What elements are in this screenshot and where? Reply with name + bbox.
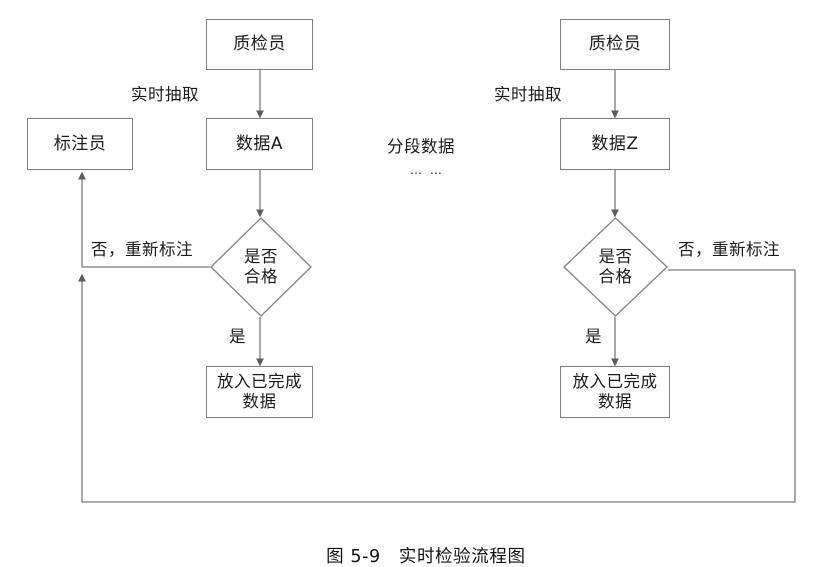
- figure-caption-title: 实时检验流程图: [398, 547, 526, 567]
- edge-label-left-no: 否，重新标注: [91, 240, 193, 259]
- edge-label-left-yes: 是: [229, 327, 246, 346]
- middle-segment-note: 分段数据: [387, 137, 455, 156]
- edge-label-right-no: 否，重新标注: [678, 240, 780, 259]
- edge-label-right-extract: 实时抽取: [494, 85, 562, 104]
- node-left-data: 数据A: [206, 118, 313, 170]
- node-left-done: 放入已完成 数据: [206, 366, 313, 418]
- node-right-data: 数据Z: [560, 118, 670, 170]
- node-left-decision: 是否 合格: [210, 217, 312, 317]
- wire-left-no-to-annotator: [78, 171, 210, 268]
- edge-label-right-yes: 是: [585, 327, 602, 346]
- wire-right-no-return-to-annotator: [78, 269, 796, 503]
- decision-diamond-icon: [563, 217, 668, 317]
- node-right-decision-label: 是否 合格: [598, 246, 633, 286]
- node-right-inspector: 质检员: [560, 19, 670, 70]
- decision-diamond-icon: [210, 217, 312, 317]
- figure-caption-gap: [381, 547, 399, 567]
- node-right-done: 放入已完成 数据: [560, 366, 670, 418]
- middle-ellipsis: … …: [410, 163, 444, 177]
- node-right-decision: 是否 合格: [563, 217, 668, 317]
- edge-label-left-extract: 实时抽取: [131, 85, 199, 104]
- node-annotator: 标注员: [27, 118, 133, 170]
- node-left-decision-label: 是否 合格: [244, 246, 278, 286]
- figure-caption: 图 5-9 实时检验流程图: [0, 523, 827, 567]
- node-left-inspector: 质检员: [206, 19, 313, 70]
- figure-caption-number: 图 5-9: [326, 547, 381, 567]
